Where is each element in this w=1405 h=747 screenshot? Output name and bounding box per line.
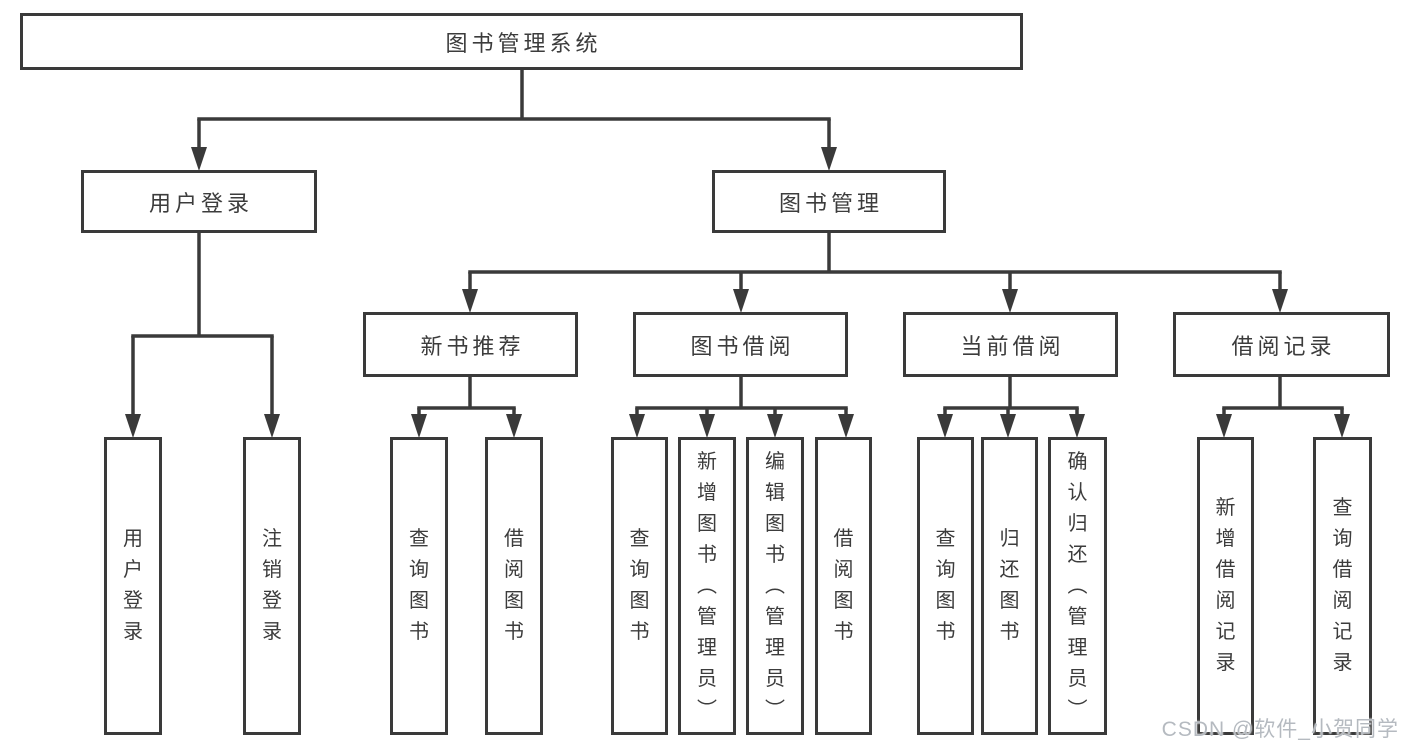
node-label: 新书推荐 xyxy=(420,333,525,359)
node-leaf-edit-books-admin: 编辑图书︵管理员︶ xyxy=(746,437,804,735)
node-leaf-confirm-return-admin: 确认归还︵管理员︶ xyxy=(1048,437,1107,735)
node-leaf-user-login: 用户登录 xyxy=(104,437,162,735)
node-new-book-recommend: 新书推荐 xyxy=(363,312,578,377)
arrowhead-icon xyxy=(699,414,715,438)
arrowhead-icon xyxy=(937,414,953,438)
node-leaf-query-borrow-record: 查询借阅记录 xyxy=(1313,437,1372,735)
node-leaf-query-books-recommend: 查询图书 xyxy=(390,437,448,735)
node-label: 新增借阅记录 xyxy=(1215,497,1236,674)
node-label: 图书管理系统 xyxy=(445,30,602,56)
node-label: 借阅记录 xyxy=(1231,333,1336,359)
node-leaf-return-books: 归还图书 xyxy=(981,437,1038,735)
node-label: 注销登录 xyxy=(262,528,282,643)
arrowhead-icon xyxy=(1002,289,1018,313)
arrowhead-icon xyxy=(733,289,749,313)
node-label: 新增图书︵管理员︶ xyxy=(697,450,717,721)
node-system-root: 图书管理系统 xyxy=(20,13,1023,70)
arrowhead-icon xyxy=(1069,414,1085,438)
arrowhead-icon xyxy=(125,414,141,438)
arrowhead-icon xyxy=(629,414,645,438)
node-leaf-add-borrow-record: 新增借阅记录 xyxy=(1197,437,1254,735)
node-label: 用户登录 xyxy=(123,528,143,643)
arrowhead-icon xyxy=(264,414,280,438)
node-label: 借阅图书 xyxy=(504,528,524,643)
node-label: 查询图书 xyxy=(409,528,429,643)
arrowhead-icon xyxy=(1334,414,1350,438)
arrowhead-icon xyxy=(411,414,427,438)
node-book-borrowing: 图书借阅 xyxy=(633,312,848,377)
node-leaf-borrow-books-borrowing: 借阅图书 xyxy=(815,437,872,735)
node-label: 图书借阅 xyxy=(690,333,795,359)
node-user-login: 用户登录 xyxy=(81,170,317,233)
arrowhead-icon xyxy=(838,414,854,438)
node-label: 图书管理 xyxy=(778,190,883,216)
node-leaf-query-books-current: 查询图书 xyxy=(917,437,974,735)
node-label: 归还图书 xyxy=(999,528,1020,643)
node-label: 确认归还︵管理员︶ xyxy=(1067,450,1088,721)
node-leaf-add-books-admin: 新增图书︵管理员︶ xyxy=(678,437,736,735)
arrowhead-icon xyxy=(1216,414,1232,438)
node-label: 用户登录 xyxy=(148,190,253,216)
arrowhead-icon xyxy=(191,147,207,171)
arrowhead-icon xyxy=(506,414,522,438)
arrowhead-icon xyxy=(767,414,783,438)
node-label: 当前借阅 xyxy=(960,333,1065,359)
node-label: 查询借阅记录 xyxy=(1332,497,1353,674)
node-leaf-query-books-borrowing: 查询图书 xyxy=(611,437,668,735)
node-label: 编辑图书︵管理员︶ xyxy=(765,450,785,721)
arrowhead-icon xyxy=(821,147,837,171)
node-label: 借阅图书 xyxy=(833,528,854,643)
node-book-management: 图书管理 xyxy=(712,170,946,233)
arrowhead-icon xyxy=(1272,289,1288,313)
node-leaf-logout: 注销登录 xyxy=(243,437,301,735)
node-leaf-borrow-books-recommend: 借阅图书 xyxy=(485,437,543,735)
watermark: CSDN @软件_小贺同学 xyxy=(1161,718,1399,741)
arrowhead-icon xyxy=(1000,414,1016,438)
node-label: 查询图书 xyxy=(629,528,650,643)
arrowhead-icon xyxy=(462,289,478,313)
node-borrowing-records: 借阅记录 xyxy=(1173,312,1390,377)
node-current-borrowing: 当前借阅 xyxy=(903,312,1118,377)
node-label: 查询图书 xyxy=(935,528,956,643)
